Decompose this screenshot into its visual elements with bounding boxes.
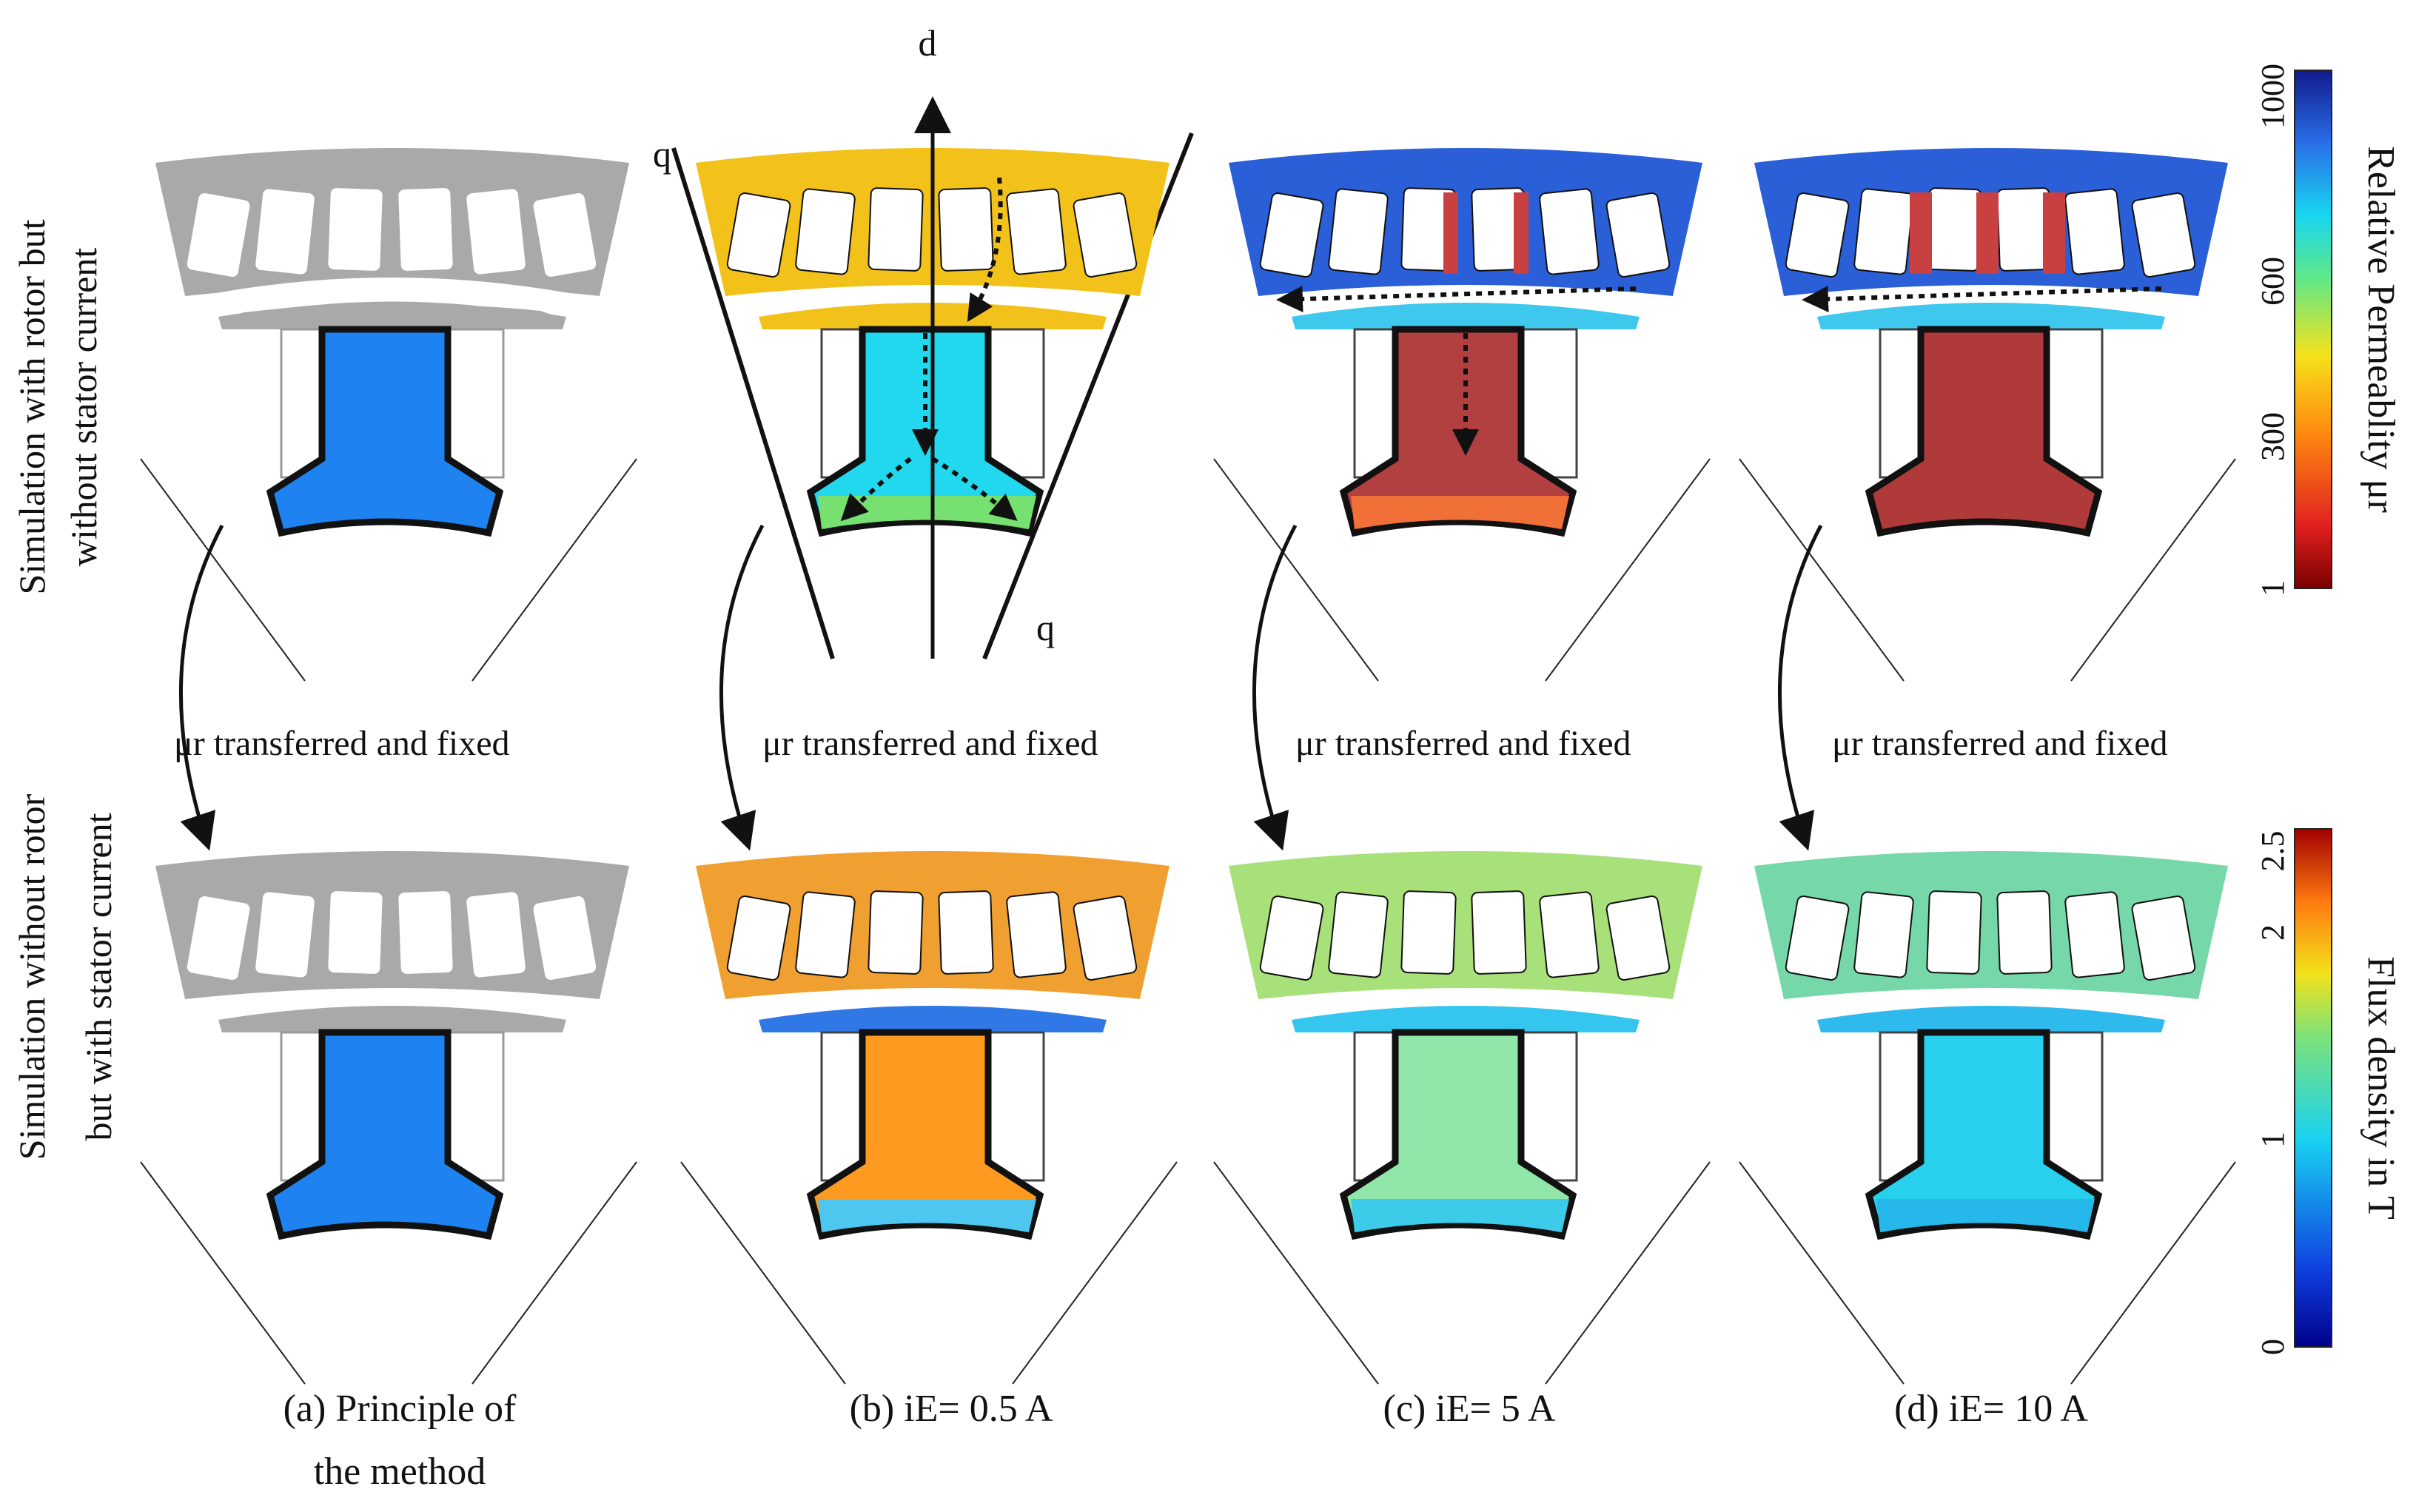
- rotor-shoe: [218, 303, 566, 329]
- caption-b: (b) iE= 0.5 A: [850, 1388, 1053, 1430]
- svg-text:μr transferred and fixed: μr transferred and fixed: [1295, 724, 1631, 763]
- panel-c-bottom: [1213, 851, 1711, 1385]
- colorbar-flux-tick: 1: [2255, 1132, 2291, 1148]
- axis-label-q-left: q: [653, 133, 671, 175]
- row-label-bottom: Simulation without rotor but with stator…: [11, 793, 119, 1160]
- transfer-arrow-c: μr transferred and fixed: [1252, 524, 1631, 851]
- colorbar-permeability: 1 300 600 1000 Relative Permeablity μr: [2255, 64, 2402, 597]
- axis-label-d: d: [919, 22, 937, 64]
- colorbar-flux-title: Flux density in T: [2360, 956, 2402, 1220]
- transfer-arrow-a: μr transferred and fixed: [174, 524, 510, 851]
- panel-c-top: [1213, 148, 1711, 682]
- svg-text:μr transferred and fixed: μr transferred and fixed: [762, 724, 1098, 763]
- svg-text:but with stator current: but with stator current: [78, 813, 119, 1140]
- colorbar-flux: 0 1 2 2.5 Flux density in T: [2255, 828, 2402, 1355]
- caption-a: (a) Principle of: [283, 1388, 517, 1430]
- panel-d-bottom: [1739, 851, 2236, 1385]
- colorbar-flux-tick: 0: [2255, 1339, 2291, 1355]
- panel-b-top: [671, 96, 1194, 660]
- pole-shoe: [222, 301, 563, 318]
- svg-text:μr transferred and fixed: μr transferred and fixed: [1832, 724, 2168, 763]
- colorbar-permeability-tick: 1: [2255, 580, 2291, 597]
- panel-b-bottom: [680, 851, 1178, 1385]
- rotor-pole: [266, 326, 504, 537]
- svg-text:Simulation without rotor: Simulation without rotor: [11, 793, 53, 1160]
- caption-a-line2: the method: [314, 1451, 486, 1493]
- svg-text:without stator current: without stator current: [63, 248, 104, 567]
- colorbar-permeability-tick: 300: [2255, 412, 2291, 461]
- colorbar-permeability-tick: 1000: [2255, 64, 2291, 129]
- stator-slots: [187, 188, 597, 278]
- transfer-arrow-d: μr transferred and fixed: [1777, 524, 2168, 851]
- colorbar-permeability-title: Relative Permeablity μr: [2360, 146, 2402, 513]
- colorbar-flux-tick: 2: [2255, 924, 2291, 941]
- caption-d: (d) iE= 10 A: [1894, 1388, 2088, 1430]
- svg-text:μr transferred and fixed: μr transferred and fixed: [174, 724, 510, 763]
- panel-d-top: [1739, 148, 2236, 682]
- colorbar-flux-tick: 2.5: [2255, 831, 2291, 872]
- colorbar-permeability-tick: 600: [2255, 257, 2291, 306]
- panel-a-top: [140, 148, 637, 682]
- axis-label-q-right: q: [1036, 607, 1055, 648]
- row-label-top: Simulation with rotor but without stator…: [11, 219, 104, 594]
- caption-c: (c) iE= 5 A: [1383, 1388, 1556, 1430]
- transfer-arrow-b: μr transferred and fixed: [719, 524, 1098, 851]
- panel-a-bottom: [140, 851, 637, 1385]
- svg-text:Simulation with rotor but: Simulation with rotor but: [11, 219, 53, 594]
